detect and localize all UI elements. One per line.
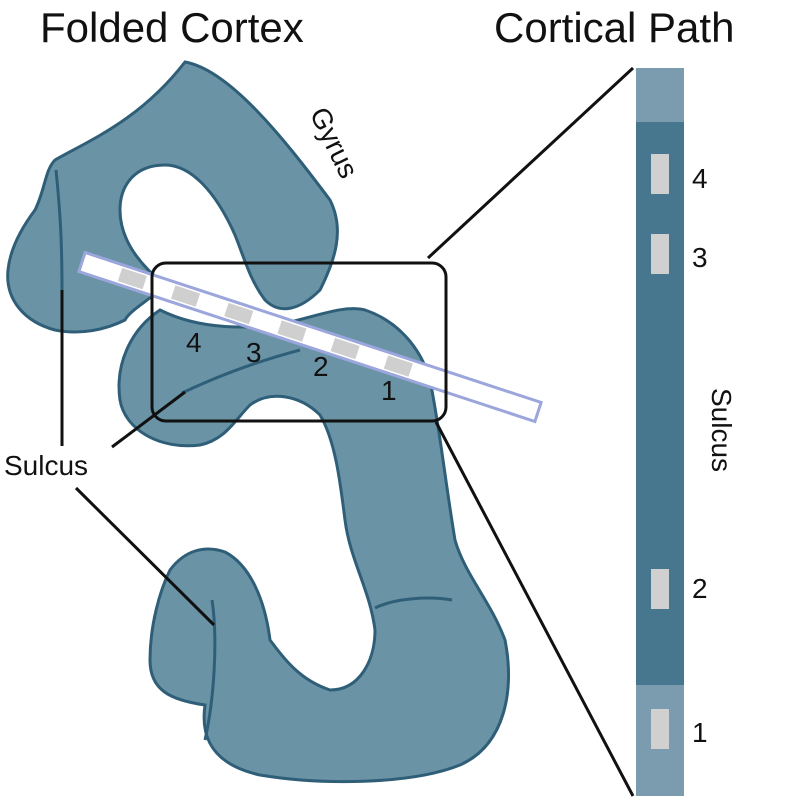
sulcus-leader-lower [74, 486, 216, 627]
probe-segment-5 [330, 337, 360, 360]
cortical-path-title: Cortical Path [494, 4, 734, 51]
fold-line-middle [181, 348, 301, 395]
probe-label-4: 4 [186, 327, 202, 358]
probe-label-1: 1 [381, 375, 397, 406]
strip-label-3: 3 [692, 242, 708, 273]
folded-cortex-title: Folded Cortex [40, 4, 304, 51]
strip-marker-1 [651, 709, 669, 749]
fold-line-right [374, 596, 453, 610]
fold-line-bottom [203, 599, 217, 741]
zoom-box [150, 261, 448, 423]
probe-segment-3 [224, 302, 254, 325]
strip-marker-4 [651, 154, 669, 194]
strip-marker-3 [651, 234, 669, 274]
strip-label-2: 2 [692, 573, 708, 604]
strip-marker-2 [651, 569, 669, 609]
zoom-line-top [426, 66, 635, 260]
strip-top-light [636, 68, 684, 122]
gyrus-label: Gyrus [304, 102, 365, 183]
probe-label-2: 2 [313, 351, 329, 382]
probe-segment-2 [171, 285, 201, 307]
sulcus-leader-middle [111, 390, 186, 449]
sulcus-label-right: Sulcus [706, 388, 737, 472]
probe [76, 250, 544, 424]
cortical-strip: 4 3 2 1 Sulcus [636, 68, 737, 796]
probe-segment-4 [277, 320, 307, 342]
strip-label-1: 1 [692, 717, 708, 748]
strip-label-4: 4 [692, 163, 708, 194]
sulcus-label-left: Sulcus [4, 450, 88, 481]
zoom-line-bottom [434, 421, 635, 797]
probe-segment-6 [383, 355, 413, 377]
probe-label-3: 3 [246, 337, 262, 368]
probe-segment-1 [117, 267, 147, 290]
fold-line-left [54, 169, 64, 291]
